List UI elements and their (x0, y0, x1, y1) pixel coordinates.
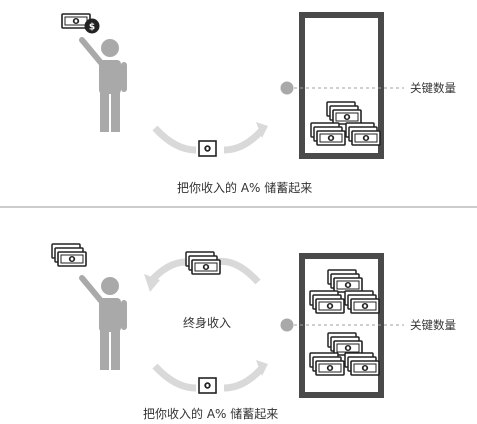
bill-stack (310, 291, 344, 313)
arrow-head (256, 360, 268, 376)
arrow-curve-right (223, 127, 265, 154)
panel-bottom: 终身收入 关键数量 把你收入的 A% 储蓄起来 (52, 244, 456, 421)
threshold-label: 关键数量 (410, 318, 456, 332)
threshold-marker (280, 81, 294, 95)
caption-top: 把你收入的 A% 储蓄起来 (177, 180, 312, 195)
arrow-curve-right (223, 365, 265, 392)
arrow-head (256, 122, 268, 138)
banknote-icon (198, 377, 217, 394)
threshold-label: 关键数量 (410, 81, 456, 95)
arrow-curve-upper-right (215, 257, 261, 285)
caption-bottom: 把你收入的 A% 储蓄起来 (143, 406, 278, 421)
bill-stack (328, 270, 362, 292)
bill-stack (327, 102, 361, 124)
panel-top: $ 关键数量 把你收入的 A% 储蓄起来 (61, 12, 456, 195)
threshold-marker (280, 318, 294, 332)
arrow-head (144, 274, 160, 292)
banknote-icon (198, 140, 217, 157)
flow-label: 终身收入 (183, 315, 231, 330)
bill-stack (345, 353, 379, 375)
banknote-icon (52, 244, 86, 266)
bill-stack (186, 252, 220, 274)
svg-text:$: $ (89, 23, 95, 33)
bill-stack (328, 333, 362, 355)
bill-stack (311, 123, 345, 145)
bill-stack (346, 123, 380, 145)
person-icon (82, 39, 127, 132)
coin-icon: $ (84, 18, 100, 34)
arrow-curve-left (152, 363, 197, 392)
arrow-curve-left (152, 125, 197, 154)
person-icon (82, 277, 127, 370)
bill-stack (310, 353, 344, 375)
bill-stack (345, 291, 379, 313)
